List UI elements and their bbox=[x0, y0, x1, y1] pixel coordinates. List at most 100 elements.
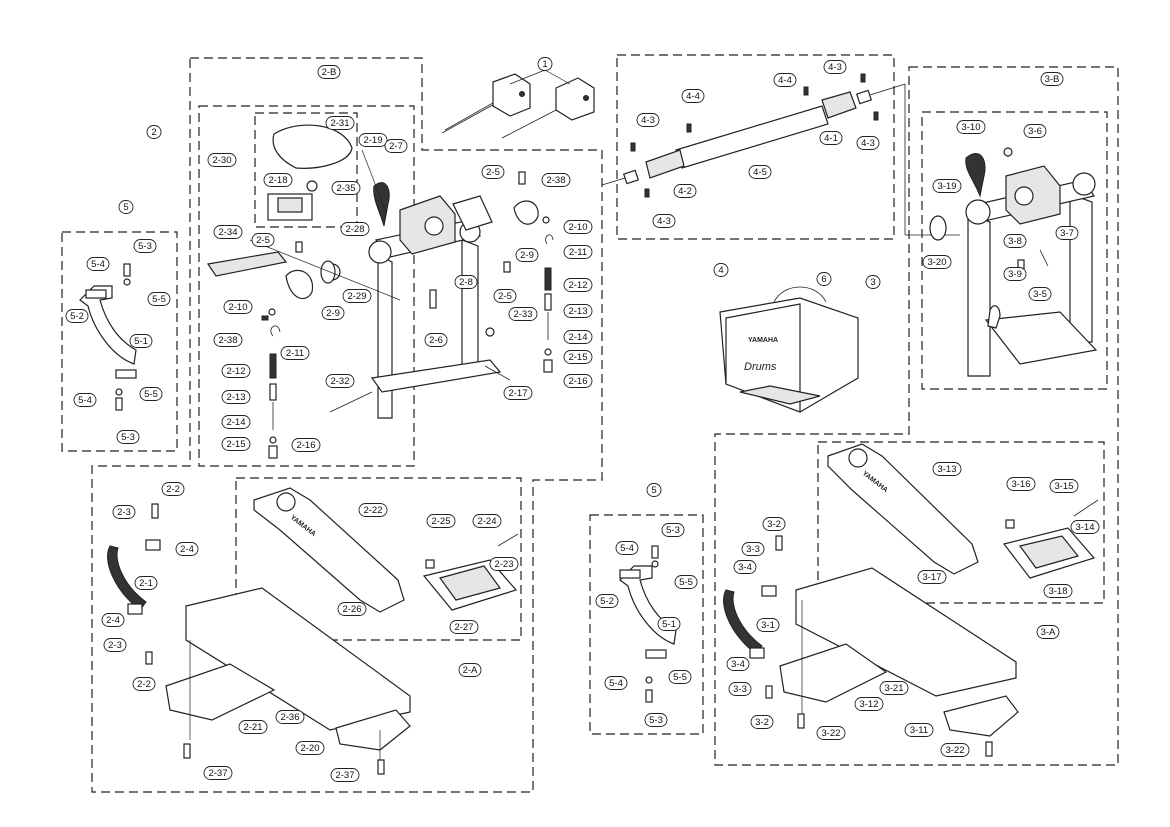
part-label-text: 3-5 bbox=[1033, 289, 1047, 300]
part-label-text: 2-14 bbox=[226, 417, 245, 428]
part-label-2-14: 2-14 bbox=[221, 415, 251, 429]
part-label-text: 4-3 bbox=[641, 115, 655, 126]
part-label-3-5: 3-5 bbox=[1028, 287, 1052, 301]
part-label-bubble bbox=[223, 300, 253, 314]
part-label-5-5: 5-5 bbox=[668, 670, 692, 684]
part-label-text: 3-9 bbox=[1008, 269, 1022, 280]
part-label-bubble bbox=[1023, 124, 1047, 138]
part-label-bubble bbox=[65, 309, 89, 323]
part-label-2-B: 2-B bbox=[317, 65, 341, 79]
part-label-text: 5-3 bbox=[138, 241, 152, 252]
part-label-bubble bbox=[563, 350, 593, 364]
part-label-bubble bbox=[337, 602, 367, 616]
part-label-bubble bbox=[762, 517, 786, 531]
part-label-bubble bbox=[854, 697, 884, 711]
part-label-bubble bbox=[472, 514, 502, 528]
part-label-2-31: 2-31 bbox=[325, 116, 355, 130]
part-label-bubble bbox=[646, 483, 662, 497]
part-label-3-15: 3-15 bbox=[1049, 479, 1079, 493]
part-label-5-1: 5-1 bbox=[657, 617, 681, 631]
part-label-5-4: 5-4 bbox=[604, 676, 628, 690]
part-label-bubble bbox=[856, 136, 880, 150]
part-label-3-12: 3-12 bbox=[854, 697, 884, 711]
part-label-text: 4-4 bbox=[778, 75, 792, 86]
part-label-text: 2-17 bbox=[508, 388, 527, 399]
part-label-text: 2-34 bbox=[218, 227, 237, 238]
part-label-bubble bbox=[175, 542, 199, 556]
part-label-2-5: 2-5 bbox=[251, 233, 275, 247]
part-label-text: 2-37 bbox=[335, 770, 354, 781]
part-label-text: 2-28 bbox=[345, 224, 364, 235]
part-label-text: 3-20 bbox=[927, 257, 946, 268]
part-label-text: 2-16 bbox=[568, 376, 587, 387]
part-label-3-16: 3-16 bbox=[1006, 477, 1036, 491]
part-label-5-3: 5-3 bbox=[116, 430, 140, 444]
part-label-bubble bbox=[922, 255, 952, 269]
part-label-text: 4-5 bbox=[753, 167, 767, 178]
part-label-text: 2-A bbox=[463, 665, 478, 676]
part-label-3-3: 3-3 bbox=[728, 682, 752, 696]
part-label-text: 2-5 bbox=[498, 291, 512, 302]
part-label-text: 3-6 bbox=[1028, 126, 1042, 137]
part-label-4-1: 4-1 bbox=[819, 131, 843, 145]
part-label-bubble bbox=[681, 89, 705, 103]
part-label-text: 3-22 bbox=[945, 745, 964, 756]
left-footboard-parts: YAMAHA bbox=[107, 487, 519, 775]
part-label-bubble bbox=[773, 73, 797, 87]
part-label-bubble bbox=[207, 153, 237, 167]
box-assembly-5-center bbox=[589, 514, 704, 735]
drive-shaft-parts bbox=[601, 73, 960, 236]
part-label-bubble bbox=[331, 181, 361, 195]
part-label-bubble bbox=[733, 560, 757, 574]
box-assembly-2-b bbox=[198, 105, 415, 467]
part-label-bubble bbox=[636, 113, 660, 127]
part-label-text: 2-13 bbox=[226, 392, 245, 403]
part-label-2-17: 2-17 bbox=[503, 386, 533, 400]
part-label-text: 2-16 bbox=[296, 440, 315, 451]
part-label-text: 5-3 bbox=[649, 715, 663, 726]
clamp-parts-left bbox=[79, 263, 137, 411]
part-label-text: 3-4 bbox=[731, 659, 745, 670]
part-label-bubble bbox=[424, 333, 448, 347]
part-label-4-3: 4-3 bbox=[652, 214, 676, 228]
bag-script-text: Drums bbox=[744, 361, 777, 373]
part-label-bubble bbox=[865, 275, 881, 289]
part-label-bubble bbox=[748, 165, 772, 179]
part-label-bubble bbox=[932, 462, 962, 476]
part-label-bubble bbox=[563, 245, 593, 259]
part-label-2-35: 2-35 bbox=[331, 181, 361, 195]
part-label-2-20: 2-20 bbox=[295, 741, 325, 755]
part-label-text: 2-5 bbox=[486, 167, 500, 178]
box-assembly-2-a bbox=[235, 477, 522, 641]
part-label-2-37: 2-37 bbox=[203, 766, 233, 780]
part-label-bubble bbox=[493, 289, 517, 303]
part-label-text: 4-2 bbox=[678, 186, 692, 197]
part-label-2-30: 2-30 bbox=[207, 153, 237, 167]
part-label-bubble bbox=[1040, 72, 1064, 86]
part-label-bubble bbox=[221, 364, 251, 378]
part-label-bubble bbox=[741, 542, 765, 556]
part-label-text: 3-19 bbox=[937, 181, 956, 192]
part-label-2-22: 2-22 bbox=[358, 503, 388, 517]
part-label-2-36: 2-36 bbox=[275, 710, 305, 724]
part-label-text: 5-4 bbox=[91, 259, 105, 270]
part-label-2-26: 2-26 bbox=[337, 602, 367, 616]
part-label-text: 3-18 bbox=[1048, 586, 1067, 597]
box-subassembly-2-30 bbox=[254, 112, 358, 228]
part-label-4: 4 bbox=[713, 263, 729, 277]
part-label-2-10: 2-10 bbox=[563, 220, 593, 234]
part-label-5-3: 5-3 bbox=[644, 713, 668, 727]
part-label-text: 2-14 bbox=[568, 332, 587, 343]
part-label-text: 3 bbox=[870, 277, 875, 288]
part-label-text: 3-16 bbox=[1011, 479, 1030, 490]
part-label-bubble bbox=[823, 60, 847, 74]
part-label-bubble bbox=[132, 677, 156, 691]
part-label-2-9: 2-9 bbox=[515, 248, 539, 262]
part-label-bubble bbox=[221, 437, 251, 451]
part-label-2-18: 2-18 bbox=[263, 173, 293, 187]
part-label-3-13: 3-13 bbox=[932, 462, 962, 476]
part-label-5-3: 5-3 bbox=[661, 523, 685, 537]
part-label-4-3: 4-3 bbox=[823, 60, 847, 74]
part-label-5-2: 5-2 bbox=[65, 309, 89, 323]
part-label-bubble bbox=[1055, 226, 1079, 240]
